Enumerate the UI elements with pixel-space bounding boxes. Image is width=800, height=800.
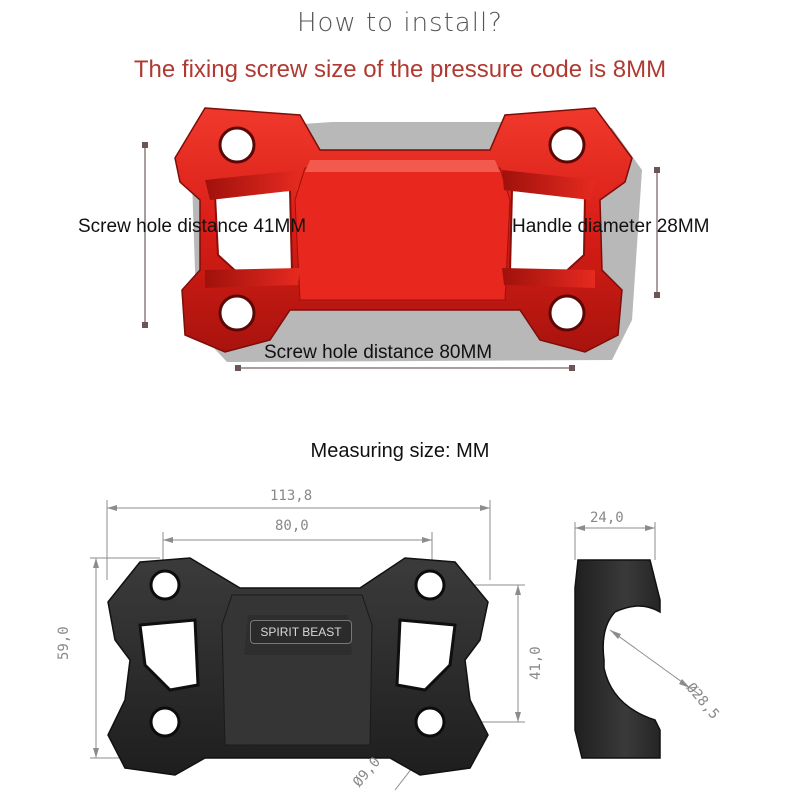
screw-hole-80-label: Screw hole distance 80MM [264,342,493,363]
measuring-heading: Measuring size: MM [310,440,490,462]
handle-diameter-label: Handle diameter 28MM [512,216,710,237]
page-title: How to install? [297,8,503,38]
dim-hole-spacing: 80,0 [275,518,309,534]
brand-plate: SPIRIT BEAST [250,620,352,644]
dim-height: 59,0 [56,626,72,660]
page-subtitle: The fixing screw size of the pressure co… [133,56,667,83]
screw-hole-41-label: Screw hole distance 41MM [78,216,307,237]
dim-depth: 24,0 [590,510,624,526]
dim-hole-distance: 41,0 [528,646,544,680]
dim-overall-width: 113,8 [270,488,313,504]
